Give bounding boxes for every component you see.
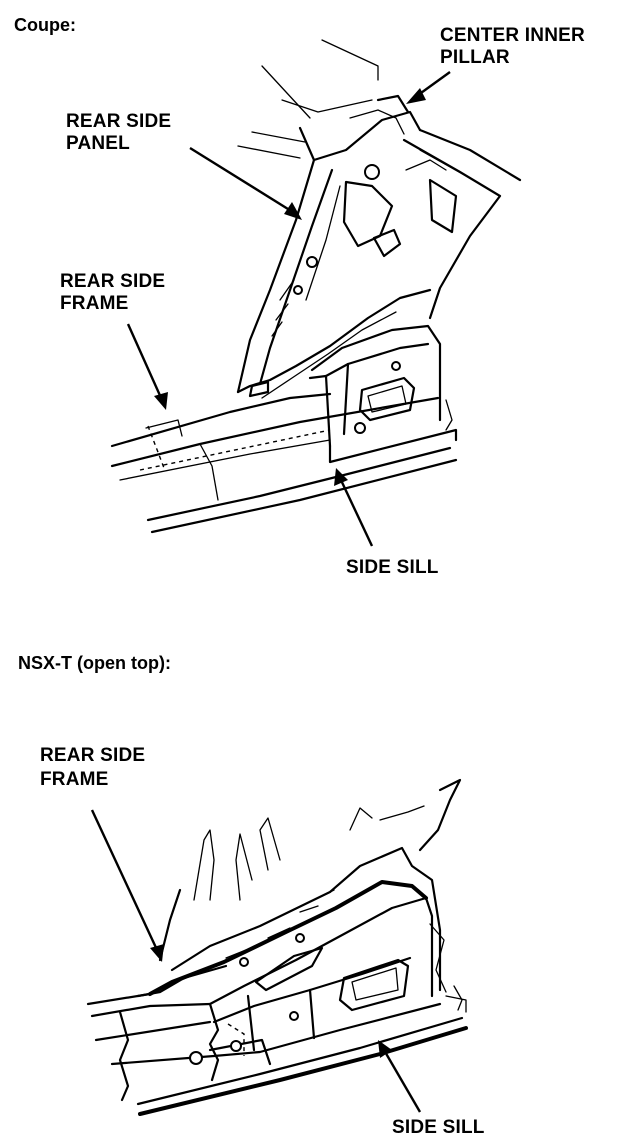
label-rear-side-panel-line2: PANEL — [66, 133, 130, 154]
label-nsx-side-sill: SIDE SILL — [392, 1117, 485, 1138]
label-nsx-rear-side-frame-line1: REAR SIDE — [40, 745, 146, 766]
label-rear-side-panel-line1: REAR SIDE — [66, 111, 172, 132]
label-coupe-side-sill: SIDE SILL — [346, 557, 439, 578]
nsx-t-section-title: NSX-T (open top): — [18, 653, 171, 673]
coupe-illustration — [110, 39, 522, 547]
label-coupe-rear-side-frame-line1: REAR SIDE — [60, 271, 166, 292]
label-coupe-rear-side-frame-line2: FRAME — [60, 293, 129, 314]
coupe-section-title: Coupe: — [14, 15, 76, 35]
label-center-inner-pillar-line2: PILLAR — [440, 47, 510, 68]
label-nsx-rear-side-frame-line2: FRAME — [40, 769, 109, 790]
label-center-inner-pillar-line1: CENTER INNER — [440, 25, 585, 46]
